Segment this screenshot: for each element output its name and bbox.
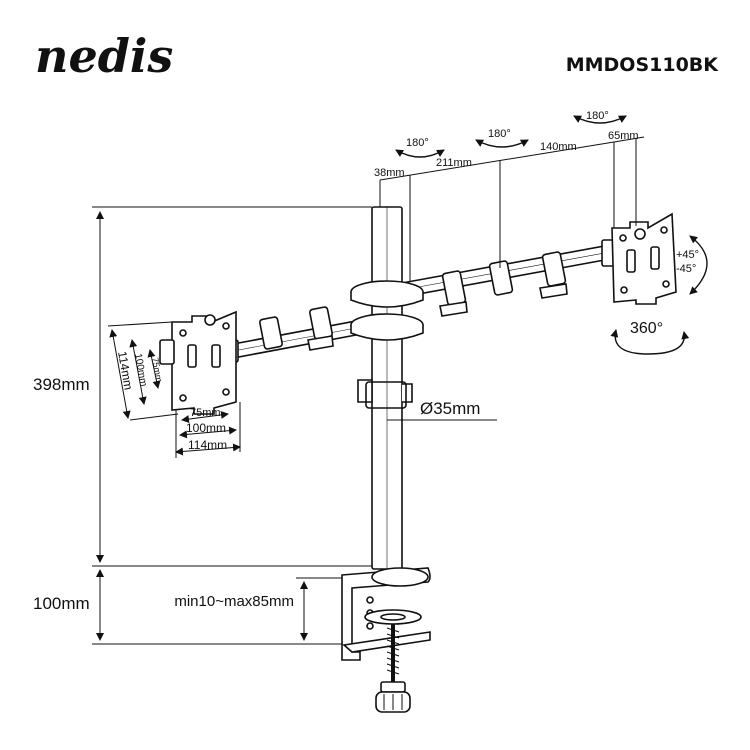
vesa-75-height-label: 75mm — [150, 357, 164, 383]
vesa-dimension-lines — [107, 321, 241, 458]
model-number: MMDOS110BK — [566, 54, 720, 76]
arm-211-label: 211mm — [436, 157, 472, 169]
arm-140-label: 140mm — [540, 141, 577, 153]
swivel-arrow-icon — [573, 115, 627, 124]
brand-logo: nedis — [35, 29, 173, 83]
swivel-1-label: 180° — [406, 137, 429, 149]
tilt-arrow-icon — [689, 235, 708, 295]
tilt-down-label: -45° — [676, 263, 696, 275]
desk-thickness-label: min10~max85mm — [174, 593, 294, 610]
pole-diameter-label: Ø35mm — [420, 399, 480, 418]
right-vesa-plate — [611, 212, 677, 305]
swivel-2-label: 180° — [488, 128, 511, 140]
swivel-arrow-icon — [475, 139, 529, 148]
arm-length-dimension — [379, 136, 645, 282]
height-dimension — [92, 211, 372, 645]
rotate-label: 360° — [630, 320, 663, 337]
pole — [371, 206, 403, 570]
tilt-up-label: +45° — [676, 249, 699, 261]
vesa-75-width-label: 75mm — [190, 407, 221, 419]
arm-65-label: 65mm — [608, 130, 639, 142]
left-vesa-plate — [159, 310, 237, 415]
rotate-arrow-icon — [610, 329, 690, 355]
swivel-arrow-icon — [395, 149, 445, 158]
arm-assembly — [223, 239, 617, 363]
vesa-100-width-label: 100mm — [186, 421, 226, 435]
vesa-114-width-label: 114mm — [188, 438, 227, 452]
pole-collar — [357, 379, 413, 409]
arm-38-label: 38mm — [374, 167, 405, 179]
clamp-height-label: 100mm — [33, 594, 90, 613]
swivel-3-label: 180° — [586, 110, 609, 122]
vesa-114-height-label: 114mm — [115, 350, 136, 391]
desk-thickness-dimension — [296, 577, 342, 645]
pole-height-label: 398mm — [33, 375, 90, 394]
desk-clamp — [341, 567, 431, 713]
